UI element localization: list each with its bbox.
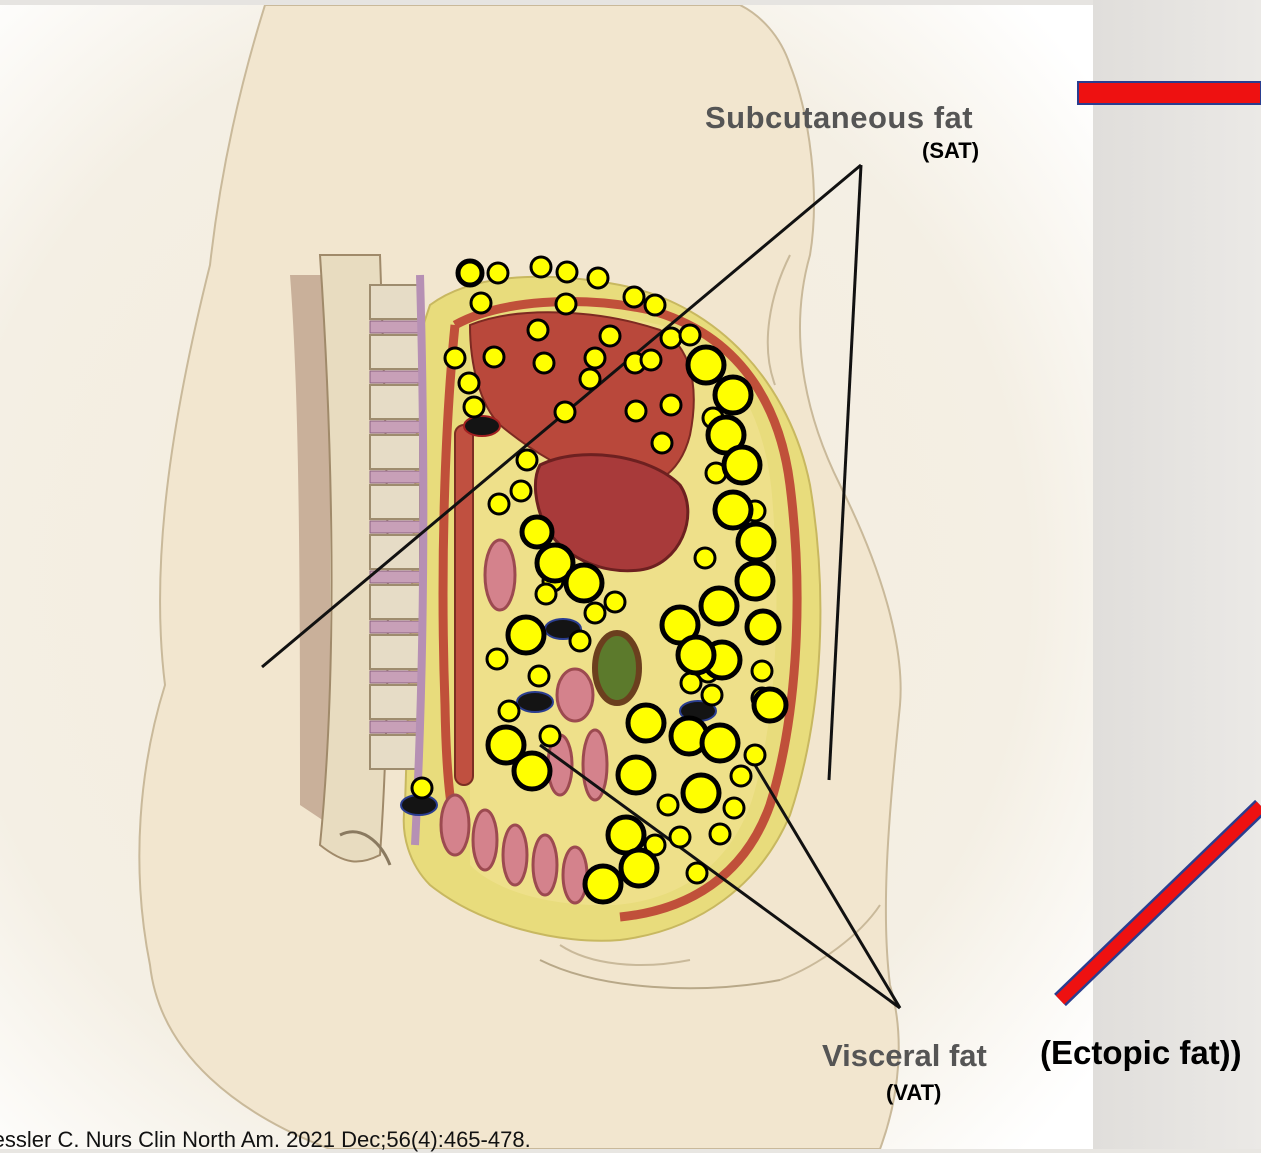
fat-droplet <box>534 353 554 373</box>
subcutaneous-fat-label: Subcutaneous fat <box>705 100 973 136</box>
fat-droplet <box>488 263 508 283</box>
fat-droplet <box>702 685 722 705</box>
colon <box>595 633 639 703</box>
fat-droplet <box>724 798 744 818</box>
fat-droplet <box>724 447 760 483</box>
fat-droplet <box>555 402 575 422</box>
fat-droplet <box>511 481 531 501</box>
fat-droplet <box>681 673 701 693</box>
fat-droplet <box>536 584 556 604</box>
fat-droplet <box>605 592 625 612</box>
fat-droplet <box>752 661 772 681</box>
fat-droplet <box>489 494 509 514</box>
fat-droplet <box>710 824 730 844</box>
fat-droplet <box>618 757 654 793</box>
fat-droplet <box>464 397 484 417</box>
fat-droplet <box>508 617 544 653</box>
fat-droplet <box>529 666 549 686</box>
fat-droplet <box>499 701 519 721</box>
fat-droplet <box>680 325 700 345</box>
fat-droplet <box>580 369 600 389</box>
fat-droplet <box>754 689 786 721</box>
fat-droplet <box>585 603 605 623</box>
fat-droplet <box>731 766 751 786</box>
fat-droplet <box>624 287 644 307</box>
fat-droplet <box>652 433 672 453</box>
fat-droplet <box>556 294 576 314</box>
abdomen-cross-section-illustration <box>0 5 1093 1149</box>
fat-droplet <box>517 450 537 470</box>
anatomy-figure <box>0 5 1093 1149</box>
vat-label: (VAT) <box>886 1080 941 1106</box>
fat-droplet <box>458 261 482 285</box>
fat-droplet <box>540 726 560 746</box>
fat-droplet <box>557 262 577 282</box>
fat-droplet <box>715 492 751 528</box>
fat-droplet <box>661 328 681 348</box>
fat-droplet <box>687 863 707 883</box>
fat-droplet <box>621 850 657 886</box>
fat-droplet <box>702 725 738 761</box>
fat-droplet <box>570 631 590 651</box>
fat-droplet <box>645 295 665 315</box>
fat-droplet <box>688 347 724 383</box>
fat-droplet <box>459 373 479 393</box>
sat-label: (SAT) <box>922 138 979 164</box>
fat-droplet <box>566 565 602 601</box>
fat-droplet <box>445 348 465 368</box>
fat-droplet <box>658 795 678 815</box>
visceral-fat-label: Visceral fat <box>822 1038 987 1074</box>
fat-droplet <box>585 866 621 902</box>
fat-droplet <box>514 753 550 789</box>
right-margin-strip <box>1093 0 1261 1149</box>
fat-droplet <box>661 395 681 415</box>
fat-droplet <box>701 588 737 624</box>
fat-droplet <box>531 257 551 277</box>
fat-droplet <box>745 745 765 765</box>
fat-droplet <box>588 268 608 288</box>
fat-droplet <box>585 348 605 368</box>
fat-droplet <box>484 347 504 367</box>
fat-droplet <box>747 611 779 643</box>
ectopic-fat-label: (Ectopic fat)) <box>1040 1034 1242 1072</box>
fat-droplet <box>628 705 664 741</box>
fat-droplet <box>412 778 432 798</box>
fat-droplet <box>738 524 774 560</box>
fat-droplet <box>737 563 773 599</box>
fat-droplet <box>471 293 491 313</box>
fat-droplet <box>600 326 620 346</box>
fat-droplet <box>626 401 646 421</box>
fat-droplet <box>522 517 552 547</box>
fat-droplet <box>487 649 507 669</box>
fat-droplet <box>678 637 714 673</box>
fat-droplet <box>670 827 690 847</box>
fat-droplet <box>715 377 751 413</box>
fat-droplet <box>528 320 548 340</box>
fat-droplet <box>641 350 661 370</box>
citation: Kessler C. Nurs Clin North Am. 2021 Dec;… <box>0 1127 531 1153</box>
fat-droplet <box>695 548 715 568</box>
fat-droplet <box>683 775 719 811</box>
